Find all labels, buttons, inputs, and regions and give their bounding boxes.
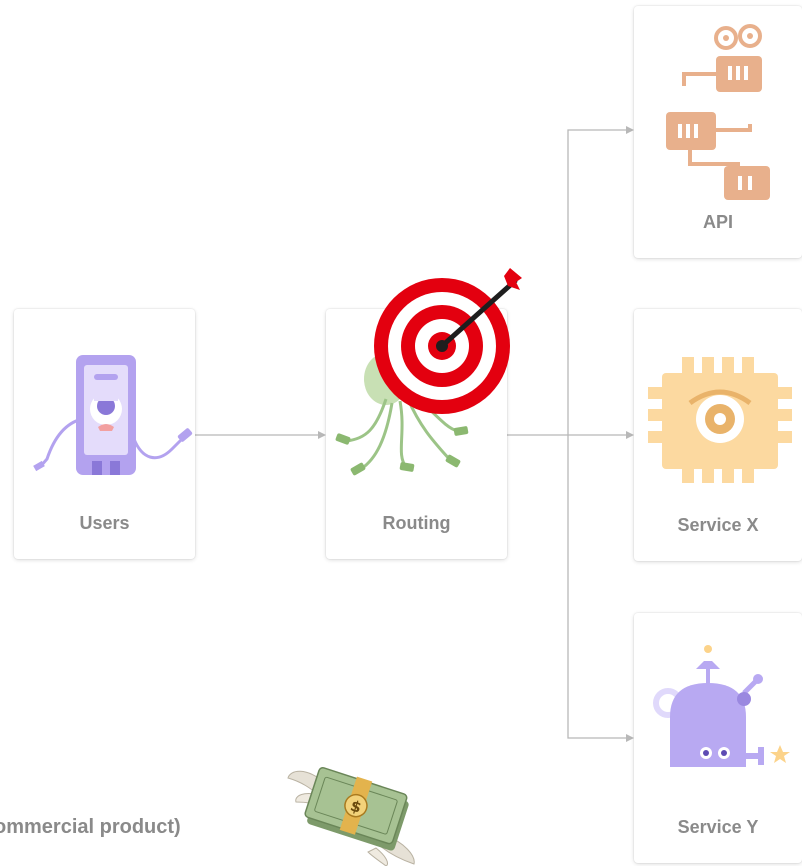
caption-text: ommercial product) (0, 816, 181, 838)
service-y-card[interactable]: Service Y (634, 613, 802, 863)
arrowhead-service-x (626, 431, 634, 439)
purple-robot-icon (653, 645, 790, 767)
edge-to-service-y (567, 435, 630, 739)
api-blocks-icon (666, 24, 770, 200)
service-x-card[interactable]: Service X (634, 309, 802, 561)
routing-label: Routing (382, 513, 451, 533)
chip-eye-icon (648, 357, 792, 483)
api-label: API (702, 212, 733, 232)
arrowhead-api (626, 126, 634, 134)
phone-robot-icon (33, 355, 193, 475)
flying-money-icon: $ (287, 767, 415, 866)
users-label: Users (79, 513, 130, 533)
api-card[interactable]: API (634, 6, 802, 258)
bullseye-target-icon (374, 268, 522, 414)
edge-to-api (567, 129, 630, 435)
arrowhead-routing (318, 431, 326, 439)
arrowhead-service-y (626, 734, 634, 742)
service-y-label: Service Y (677, 817, 759, 837)
service-x-label: Service X (677, 515, 759, 535)
users-card[interactable]: Users (14, 309, 195, 559)
